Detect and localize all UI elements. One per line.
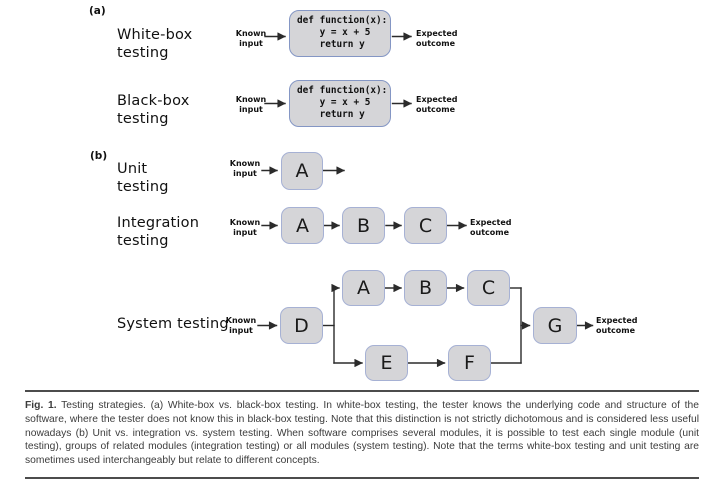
panel-a-label: (a)	[89, 5, 106, 17]
known-input-label: Known input	[229, 159, 261, 178]
module-box-system-f: F	[448, 345, 491, 381]
unit-testing-label: Unit testing	[117, 161, 169, 195]
integration-testing-label: Integration testing	[117, 215, 200, 249]
white-box-code-snippet: def function(x): y = x + 5 return y	[297, 15, 388, 50]
caption-top-rule	[25, 390, 699, 392]
known-input-label: Known input	[235, 95, 267, 114]
white-box-code-box: def function(x): y = x + 5 return y	[289, 10, 391, 57]
module-box-system-a: A	[342, 270, 385, 306]
module-box-integration-c: C	[404, 207, 447, 244]
module-box-system-e: E	[365, 345, 408, 381]
system-testing-label: System testing	[117, 316, 229, 332]
expected-outcome-label: Expected outcome	[416, 95, 458, 114]
expected-outcome-label: Expected outcome	[470, 218, 512, 237]
black-box-code-box: def function(x): y = x + 5 return y	[289, 80, 391, 127]
known-input-label: Known input	[229, 218, 261, 237]
module-box-system-c: C	[467, 270, 510, 306]
figure-caption-number: Fig. 1.	[25, 400, 57, 411]
caption-bottom-rule	[25, 477, 699, 479]
module-box-integration-a: A	[281, 207, 324, 244]
expected-outcome-label: Expected outcome	[416, 29, 458, 48]
black-box-testing-label: Black-box testing	[117, 93, 190, 127]
module-box-system-d: D	[280, 307, 323, 344]
module-box-system-g: G	[533, 307, 577, 344]
module-box-integration-b: B	[342, 207, 385, 244]
white-box-testing-label: White-box testing	[117, 27, 193, 61]
panel-b-label: (b)	[90, 150, 108, 162]
expected-outcome-label: Expected outcome	[596, 316, 638, 335]
known-input-label: Known input	[235, 29, 267, 48]
figure-caption: Fig. 1. Testing strategies. (a) White-bo…	[25, 399, 699, 468]
module-box-unit-a: A	[281, 152, 323, 190]
known-input-label: Known input	[225, 316, 257, 335]
black-box-code-snippet: def function(x): y = x + 5 return y	[297, 85, 388, 120]
module-box-system-b: B	[404, 270, 447, 306]
figure-caption-text: Testing strategies. (a) White-box vs. bl…	[25, 400, 699, 467]
